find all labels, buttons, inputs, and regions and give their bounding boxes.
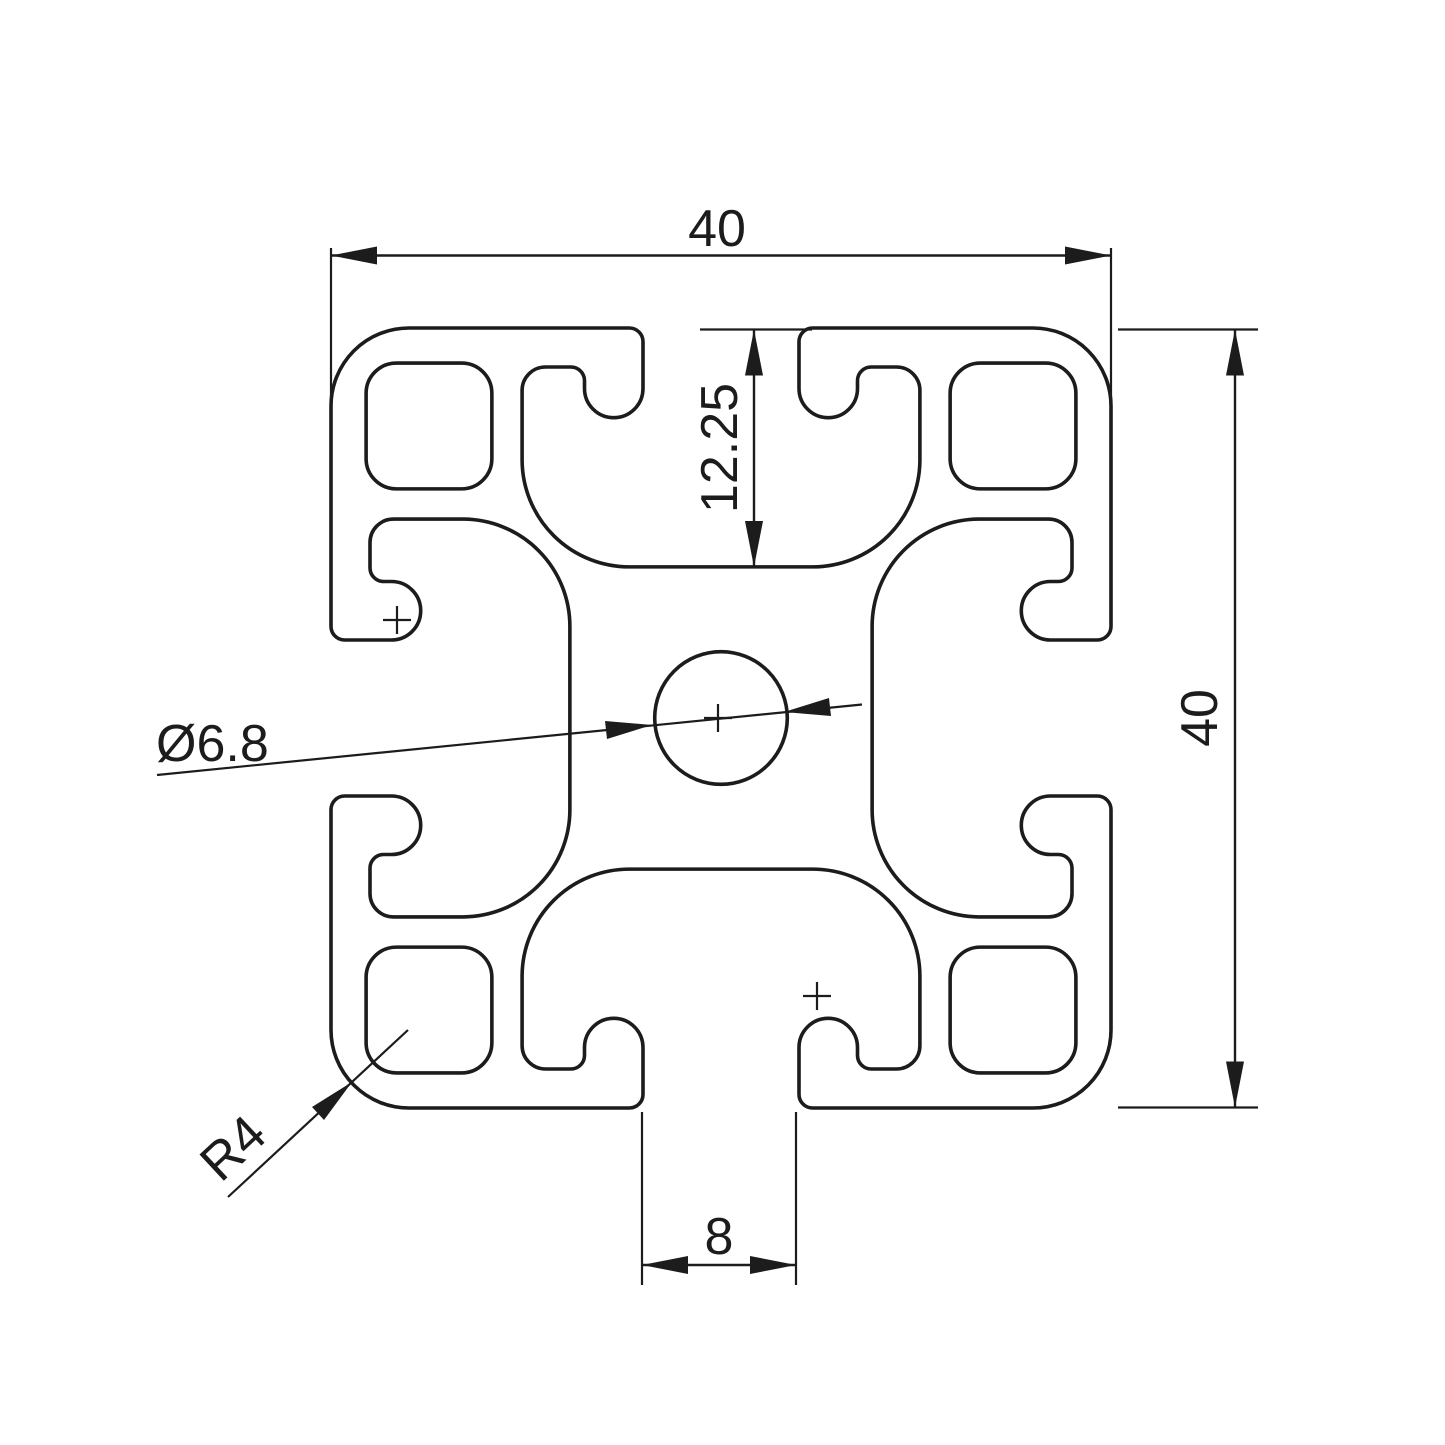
dimension-overall-height: 40 [1118,328,1258,1109]
dimension-slot-depth: 12.25 [691,328,812,567]
corner-screw-channel-top-right [950,363,1076,489]
arrowhead [1226,329,1244,376]
center-mark-upper-left [383,606,411,634]
dimension-label-corner-radius: R4 [189,1105,277,1193]
arrowhead [745,521,763,567]
arrowhead [1226,1061,1244,1108]
corner-screw-channel-top-left [366,363,492,489]
arrowhead [312,1082,352,1120]
leader-line [156,703,863,777]
dimension-overall-width: 40 [329,200,1113,400]
dimension-label-center-bore: Ø6.8 [156,715,269,773]
dimension-label-overall-width: 40 [688,200,746,258]
dimension-label-overall-height: 40 [1171,689,1229,747]
arrowhead [784,698,831,716]
dimension-label-slot-opening: 8 [705,1208,734,1266]
arrowhead [605,721,652,739]
arrowhead [750,1256,796,1274]
arrowhead [331,246,377,265]
dimension-center-bore: Ø6.8 [156,698,863,777]
profile-geometry-group [331,328,1111,1108]
dimension-slot-opening: 8 [640,1112,798,1285]
arrowhead [745,329,763,376]
dimension-label-slot-depth: 12.25 [691,383,749,513]
center-mark-lower-right [803,982,831,1010]
corner-screw-channel-bottom-left [366,947,492,1073]
arrowhead [642,1256,688,1274]
arrowhead [1065,246,1111,265]
corner-screw-channel-bottom-right [950,947,1076,1073]
